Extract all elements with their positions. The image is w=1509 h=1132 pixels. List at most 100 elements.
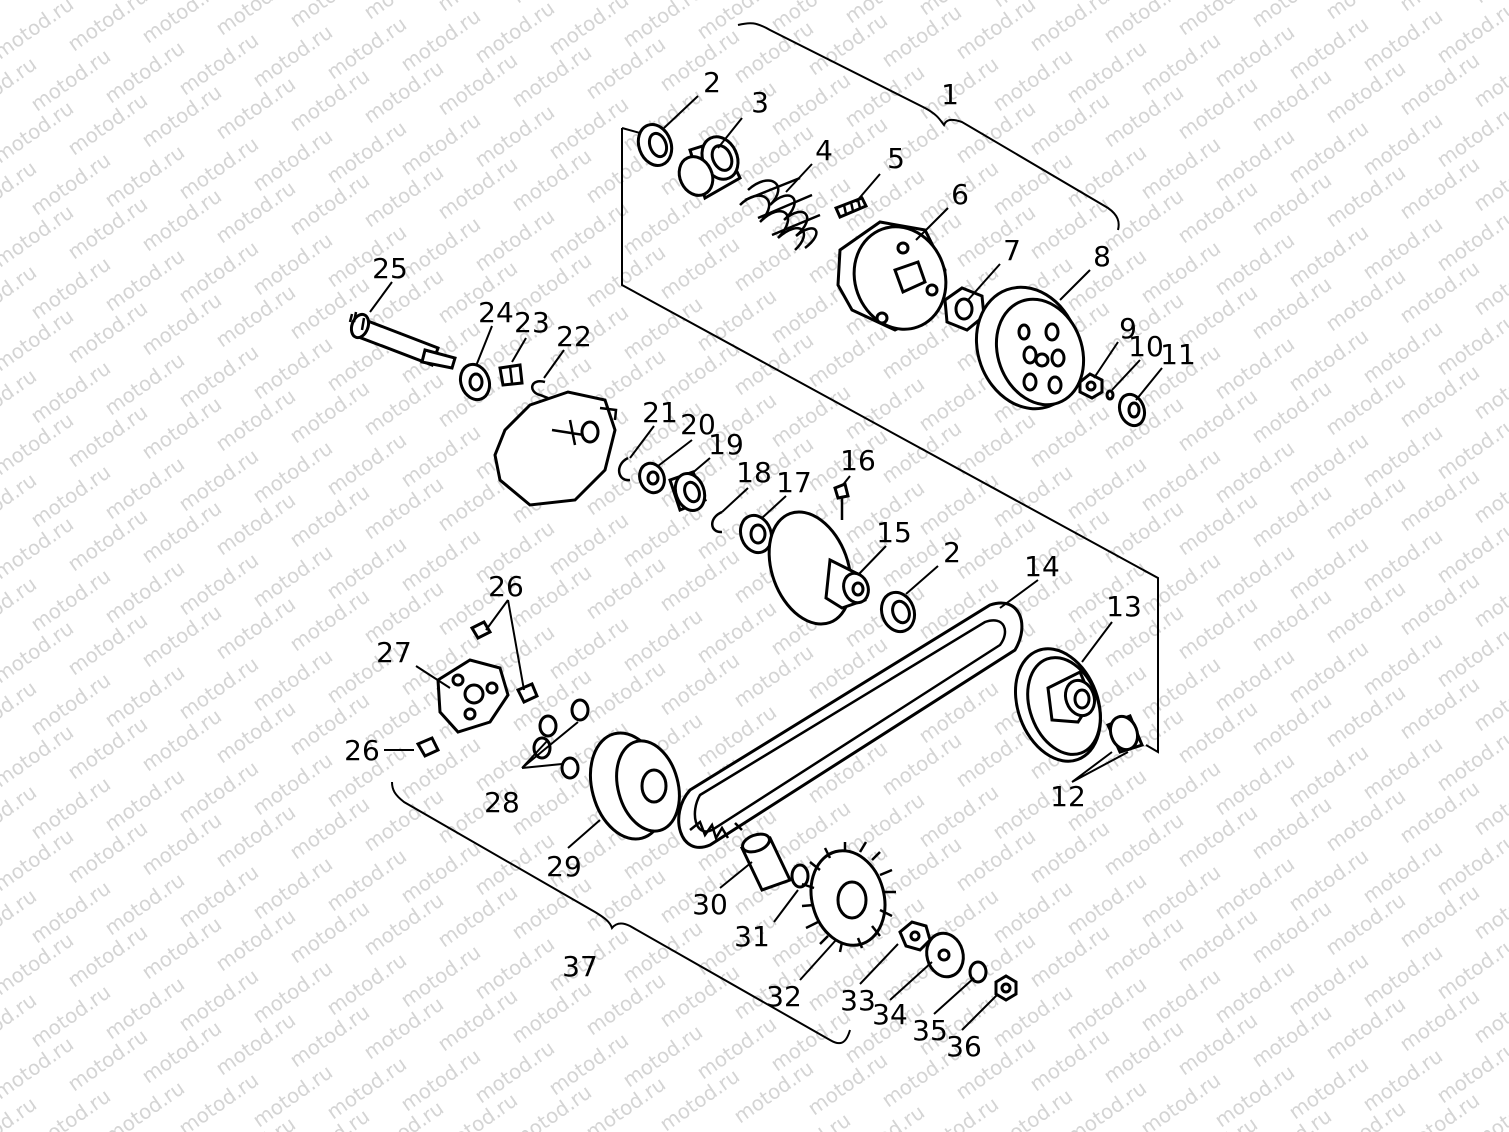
- callout-36: 36: [946, 1030, 982, 1063]
- snap-ring-icon: [711, 510, 723, 534]
- nut-icon: [994, 974, 1018, 1002]
- callout-32: 32: [766, 980, 802, 1013]
- watermark-text: motod.ru: [1469, 768, 1509, 840]
- watermark-text: motod.ru: [988, 1084, 1077, 1132]
- callout-numbers: 1 2 2 3 4 5 6 7 8 9 10 11 12 13 14 15 16…: [344, 66, 1196, 1063]
- watermark-text: motod.ru: [0, 468, 41, 540]
- watermark-text: motod.ru: [0, 52, 41, 124]
- callout-8: 8: [1093, 240, 1111, 273]
- watermark-text: motod.ru: [1469, 352, 1509, 424]
- watermark-text: motod.ru: [1173, 0, 1262, 40]
- callout-31: 31: [734, 920, 770, 953]
- callout-23: 23: [514, 306, 550, 339]
- parts-drawing: [348, 22, 1163, 1045]
- washer-icon: [1105, 389, 1115, 401]
- watermark-text: motod.ru: [0, 988, 41, 1060]
- watermark-text: motod.ru: [174, 1068, 263, 1132]
- watermark-text: motod.ru: [211, 0, 300, 40]
- watermark-text: motod.ru: [1469, 144, 1509, 216]
- watermark-text: motod.ru: [0, 0, 41, 12]
- callout-6: 6: [951, 178, 969, 211]
- callout-4: 4: [815, 134, 833, 167]
- watermark-text: motod.ru: [1469, 40, 1509, 112]
- drive-face-boss-icon: [739, 832, 793, 892]
- callout-2-lower: 2: [943, 536, 961, 569]
- callout-37: 37: [562, 950, 598, 983]
- movable-drive-face-icon: [589, 731, 681, 841]
- watermark-text: motod.ru: [359, 0, 448, 24]
- callout-29: 29: [546, 850, 582, 883]
- roller-weight-icon: [532, 698, 590, 780]
- callout-26-top: 26: [488, 570, 524, 603]
- drive-belt-icon: [677, 601, 1024, 849]
- starter-gear-cover-icon: [493, 390, 618, 507]
- assembly-outline: [621, 128, 1159, 754]
- watermark-text: motod.ru: [0, 0, 78, 64]
- washer-icon: [968, 960, 988, 984]
- driven-face-icon: [767, 510, 870, 626]
- watermark-text: motod.ru: [0, 260, 41, 332]
- watermark-text: motod.ru: [1469, 976, 1509, 1048]
- callout-22: 22: [556, 320, 592, 353]
- starter-plate-icon: [925, 931, 965, 979]
- watermark-text: motod.ru: [0, 572, 41, 644]
- watermark-text: motod.ru: [914, 1092, 1003, 1132]
- clutch-housing-icon: [974, 285, 1086, 411]
- ramp-plate-icon: [436, 658, 510, 734]
- guide-collar-icon: [677, 135, 742, 201]
- callout-20: 20: [680, 408, 716, 441]
- watermark-text: motod.ru: [0, 676, 41, 748]
- callout-33: 33: [840, 984, 876, 1017]
- watermark-text: motod.ru: [0, 884, 41, 956]
- watermark-text: motod.ru: [1321, 0, 1410, 24]
- nut-icon: [1078, 372, 1104, 400]
- bolt-icon: [498, 363, 524, 387]
- seal-icon: [1117, 392, 1147, 428]
- kick-shaft-icon: [348, 311, 457, 370]
- pin-icon: [833, 196, 869, 219]
- oil-seal-ring-icon: [879, 590, 917, 634]
- watermark-text: motod.ru: [26, 1084, 115, 1132]
- watermark-text: motod.ru: [1469, 872, 1509, 944]
- callout-leaders: [369, 95, 1163, 1031]
- callout-16: 16: [840, 444, 876, 477]
- callout-25: 25: [372, 252, 408, 285]
- oil-seal-ring-icon: [636, 123, 674, 167]
- callout-24: 24: [478, 296, 514, 329]
- assembly-outline-top: [621, 127, 641, 134]
- callout-19: 19: [708, 428, 744, 461]
- movable-driven-face-icon: [1013, 647, 1103, 763]
- callout-12: 12: [1050, 780, 1086, 813]
- callout-7: 7: [1003, 234, 1021, 267]
- washer-ring-icon: [638, 461, 666, 495]
- watermark-text: motod.ru: [0, 364, 41, 436]
- bracket-assembly-1: [737, 22, 1120, 231]
- washer-icon: [790, 863, 810, 889]
- watermark-text: motod.ru: [951, 0, 1040, 64]
- callout-9: 9: [1119, 312, 1137, 345]
- callout-28: 28: [484, 786, 520, 819]
- ball-bearing-icon: [738, 513, 774, 555]
- callout-34: 34: [872, 998, 908, 1031]
- callout-10: 10: [1128, 330, 1164, 363]
- watermark-text: motod.ru: [1469, 456, 1509, 528]
- callout-14: 14: [1024, 550, 1060, 583]
- callout-13: 13: [1106, 590, 1142, 623]
- clutch-spring-icon: [739, 176, 821, 251]
- watermark-text: motod.ru: [0, 780, 41, 852]
- hex-nut-icon: [943, 286, 986, 332]
- callout-5: 5: [887, 142, 905, 175]
- needle-bearing-icon: [668, 470, 707, 512]
- slider-piece-icon: [415, 620, 539, 758]
- clip-icon: [531, 380, 549, 400]
- callout-11: 11: [1160, 338, 1196, 371]
- clutch-carrier-icon: [836, 220, 948, 332]
- callout-18: 18: [736, 456, 772, 489]
- bracket-assembly-37: [391, 781, 851, 1045]
- fan-drive-face-icon: [801, 841, 896, 953]
- watermark-text: motod.ru: [1469, 664, 1509, 736]
- callout-15: 15: [876, 516, 912, 549]
- callout-2-top: 2: [703, 66, 721, 99]
